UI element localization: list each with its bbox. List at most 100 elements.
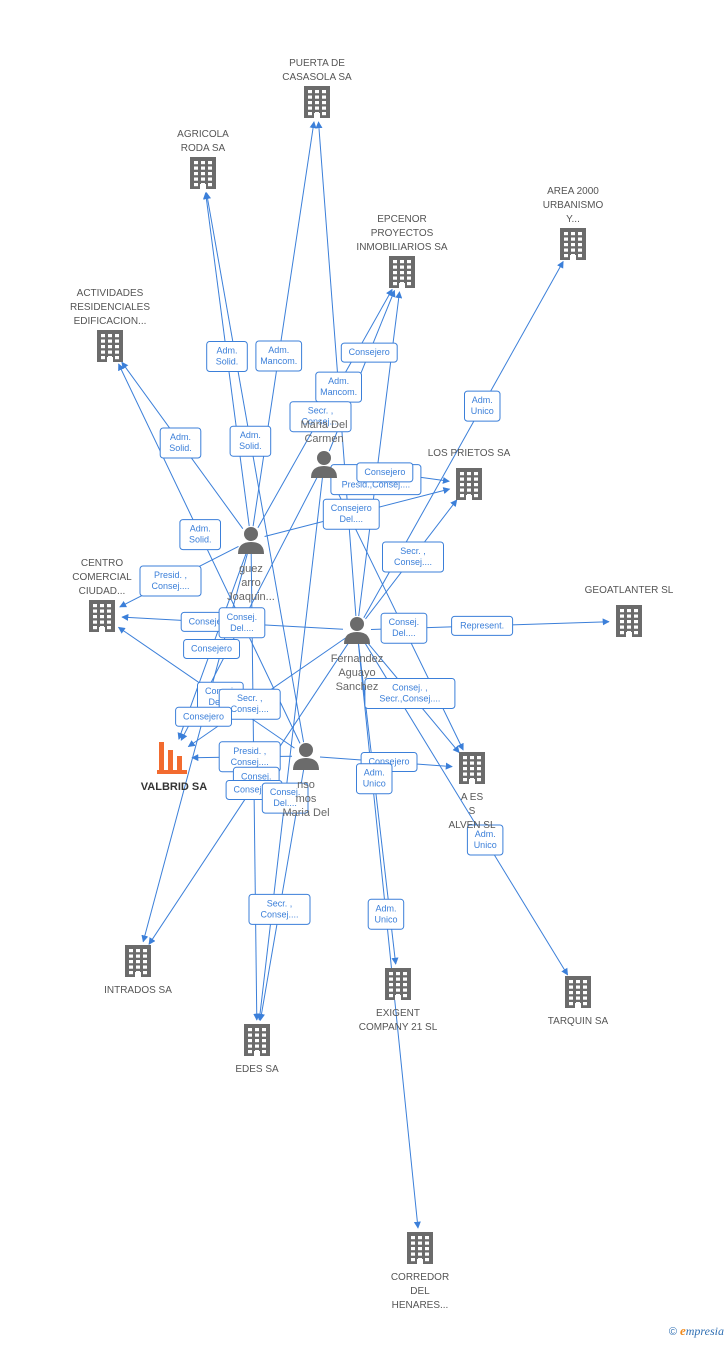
node-label-line: Joaquin... <box>227 591 275 603</box>
edge-label-text: Del.... <box>340 514 364 524</box>
company-node-lospri[interactable]: LOS PRIETOS SA <box>428 448 511 500</box>
edge-label-p_fernandez-to-lospri[interactable]: Secr. ,Consej.... <box>382 541 444 573</box>
edge-label-text: Unico <box>363 779 386 789</box>
building-icon <box>456 468 482 500</box>
building-icon <box>89 600 115 632</box>
node-label-line: Sanchez <box>336 681 379 693</box>
node-label-line: Y... <box>566 214 580 225</box>
edge-label-p_maria-to-epcenor[interactable]: Consejero <box>340 342 398 363</box>
node-label-line: CASASOLA SA <box>282 72 352 83</box>
building-icon <box>385 968 411 1000</box>
company-node-tarquin[interactable]: TARQUIN SA <box>548 976 609 1027</box>
company-node-edes[interactable]: EDES SA <box>235 1024 279 1075</box>
edge-label-text: Consejero <box>364 467 405 477</box>
edge-label-p_fernandez-to-corredor[interactable]: Adm.Unico <box>367 898 405 930</box>
company-node-centro[interactable]: CENTROCOMERCIALCIUDAD... <box>72 558 132 632</box>
edge-label-p_joaquin-to-puerta[interactable]: Adm.Mancom. <box>255 340 303 372</box>
edge-label-text: Adm. <box>328 376 349 386</box>
edge-label-p_fernandez-to-exigent[interactable]: Adm.Unico <box>356 763 393 795</box>
edge-label-box <box>466 824 504 856</box>
edge-label-text: Del.... <box>230 623 254 633</box>
edge-label-box <box>218 688 281 720</box>
edge-label-text: Solid. <box>239 441 262 451</box>
edge-label-p_alonso-to-agricola[interactable]: Adm.Solid. <box>229 425 272 457</box>
edge-label-text: Consej.... <box>231 704 269 714</box>
edge-label-p_maria-to-lospri[interactable]: Consejero <box>356 462 414 483</box>
person-node-p_joaquin[interactable]: guezarroJoaquin... <box>227 527 275 603</box>
edge-label-box <box>255 340 303 372</box>
node-label-line: CORREDOR <box>391 1272 449 1283</box>
edge-label-p_joaquin-to-centro[interactable]: Presid. ,Consej.... <box>139 565 202 597</box>
edge-p_fernandez-to-corredor <box>357 643 421 1229</box>
edge-label-box <box>175 706 233 727</box>
edge-label-box <box>451 615 514 636</box>
edge-label-box <box>261 782 309 814</box>
edge-label-text: Presid.,Consej.... <box>342 480 411 490</box>
building-icon <box>244 1024 270 1056</box>
node-label-line: LOS PRIETOS SA <box>428 448 511 459</box>
node-label-line: COMERCIAL <box>72 572 132 583</box>
edge-label-text: Consej. <box>241 771 272 781</box>
node-label-line: CENTRO <box>81 558 123 569</box>
edge-label-p_fernandez-to-alven[interactable]: Consej. ,Secr.,Consej.... <box>364 678 456 709</box>
building-icon <box>125 945 151 977</box>
edge-label-p_joaquin-to-intrados[interactable]: Consejero <box>175 706 233 727</box>
edge-label-text: Del.... <box>392 628 416 638</box>
edge-label-p_fernandez-to-puerta[interactable]: Adm.Mancom. <box>315 371 362 403</box>
edge-p_alonso-to-agricola <box>204 192 305 743</box>
company-node-valbrid[interactable]: VALBRID SA <box>141 742 207 793</box>
edge-label-p_maria-to-valbrid[interactable]: Consej.Del.... <box>218 607 266 639</box>
node-label-line: EDIFICACION... <box>74 316 147 327</box>
node-label-line: AGRICOLA <box>177 129 229 140</box>
edge-label-p_joaquin-to-epcenor[interactable]: Secr. ,Consej.... <box>289 401 352 433</box>
edge-label-box <box>289 401 352 433</box>
edge-label-text: Consej.... <box>260 909 298 919</box>
edge-label-p_joaquin-to-valbrid[interactable]: Consejero <box>183 639 241 659</box>
building-icon <box>459 752 485 784</box>
edge-label-text: Solid. <box>169 443 192 453</box>
edge-label-p_maria-to-alven[interactable]: Consej.Del.... <box>380 612 428 644</box>
edge-label-box <box>364 678 456 709</box>
edge-label-text: Mancom. <box>260 356 297 366</box>
node-label-line: S <box>469 806 476 817</box>
edge-label-p_fernandez-to-tarquin[interactable]: Adm.Unico <box>466 824 504 856</box>
edge-label-text: Consej. <box>389 617 420 627</box>
edge-label-p_alonso-to-edes[interactable]: Secr. ,Consej.... <box>248 893 311 925</box>
edge-p_fernandez-to-puerta <box>315 121 357 617</box>
edge-label-text: Consej.... <box>301 417 339 427</box>
node-label-line: Fernandez <box>331 653 384 665</box>
edge-label-p_joaquin-to-agricola[interactable]: Adm.Solid. <box>206 341 248 372</box>
company-node-actividades[interactable]: ACTIVIDADESRESIDENCIALESEDIFICACION... <box>70 288 150 362</box>
company-node-corredor[interactable]: CORREDORDELHENARES... <box>391 1232 449 1311</box>
edge-label-p_fernandez-to-valbrid[interactable]: Secr. ,Consej.... <box>218 688 281 720</box>
company-node-geoat[interactable]: GEOATLANTER SL <box>585 585 674 637</box>
edge-label-text: Consej. <box>270 787 301 797</box>
edge-label-p_fernandez-to-geoat[interactable]: Represent. <box>451 615 514 636</box>
node-label-line: arro <box>241 577 261 589</box>
edge-label-text: Consejero <box>331 503 372 513</box>
person-icon <box>311 451 337 478</box>
edge-label-p_maria-to-edes[interactable]: Consej.Del.... <box>261 782 309 814</box>
node-label-line: Maria Del <box>282 807 329 819</box>
edge-label-text: Adm. <box>475 829 496 839</box>
node-label-line: INMOBILIARIOS SA <box>356 242 447 253</box>
edge-label-p_fernandez-to-area2000[interactable]: Adm.Unico <box>464 390 501 422</box>
node-label-line: PROYECTOS <box>371 228 434 239</box>
company-node-intrados[interactable]: INTRADOS SA <box>104 945 172 996</box>
edge-label-text: Consejero <box>183 711 224 721</box>
edge-label-text: Consej. , <box>392 683 428 693</box>
edge-label-p_joaquin-to-actividades[interactable]: Adm.Solid. <box>159 427 202 459</box>
company-node-area2000[interactable]: AREA 2000URBANISMOY... <box>543 186 604 260</box>
node-label-line: VALBRID SA <box>141 781 207 793</box>
edge-label-text: Consej.... <box>151 581 189 591</box>
edge-label-p_alonso-to-actividades[interactable]: Adm.Solid. <box>179 519 221 551</box>
edge-label-p_joaquin-to-lospri[interactable]: ConsejeroDel.... <box>322 498 380 530</box>
